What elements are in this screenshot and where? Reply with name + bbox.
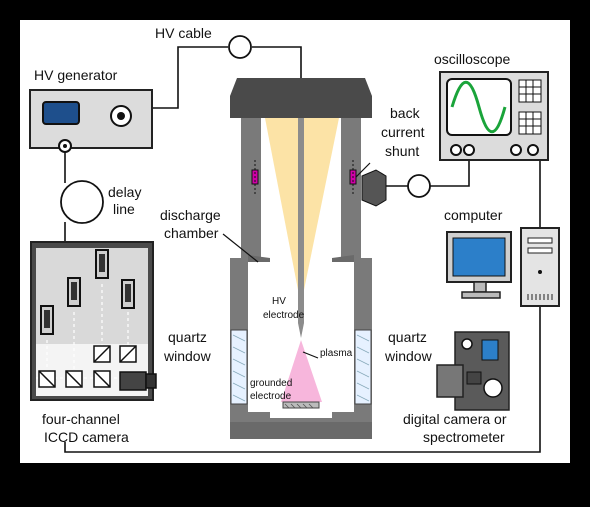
cable-coil-icon: [228, 35, 252, 59]
hv-generator: [29, 89, 153, 153]
label-quartz-left-1: quartz: [168, 329, 207, 345]
camera-lens: [436, 364, 464, 398]
label-plasma: plasma: [320, 348, 353, 359]
computer: [446, 227, 560, 307]
oscilloscope: [439, 71, 549, 161]
label-iccd-2: ICCD camera: [44, 429, 129, 445]
label-hv-electrode-2: electrode: [263, 310, 305, 321]
label-hv-cable: HV cable: [155, 25, 212, 41]
label-delay-line-2: line: [113, 201, 135, 217]
label-back-current-2: current: [381, 124, 425, 140]
label-iccd-1: four-channel: [42, 411, 120, 427]
label-discharge-2: chamber: [164, 225, 219, 241]
digital-camera: [436, 331, 510, 411]
label-grounded-1: grounded: [250, 378, 292, 389]
label-oscilloscope: oscilloscope: [434, 51, 510, 67]
oscilloscope-keypad: [518, 79, 542, 135]
label-quartz-left-2: window: [163, 348, 212, 364]
generator-display: [42, 101, 80, 125]
label-camera-2: spectrometer: [423, 429, 505, 445]
iccd-camera: [30, 241, 157, 401]
discharge-chamber: [230, 78, 387, 439]
label-discharge-1: discharge: [160, 207, 221, 223]
label-grounded-2: electrode: [250, 391, 292, 402]
delay-line-loop: [60, 180, 104, 224]
label-back-current-1: back: [390, 105, 421, 121]
wires: [64, 46, 541, 453]
label-hv-generator: HV generator: [34, 67, 118, 83]
label-hv-electrode-1: HV: [272, 296, 286, 307]
label-camera-1: digital camera or: [403, 411, 507, 427]
iccd-lens: [119, 371, 147, 391]
label-delay-line-1: delay: [108, 184, 141, 200]
pointer-lines: [222, 233, 319, 359]
label-computer: computer: [444, 207, 503, 223]
label-quartz-right-2: window: [384, 348, 433, 364]
sine-wave-icon: [450, 81, 507, 133]
computer-screen: [452, 237, 506, 277]
shunt-coil-icon: [407, 174, 431, 198]
label-back-current-3: shunt: [385, 143, 419, 159]
label-quartz-right-1: quartz: [388, 329, 427, 345]
